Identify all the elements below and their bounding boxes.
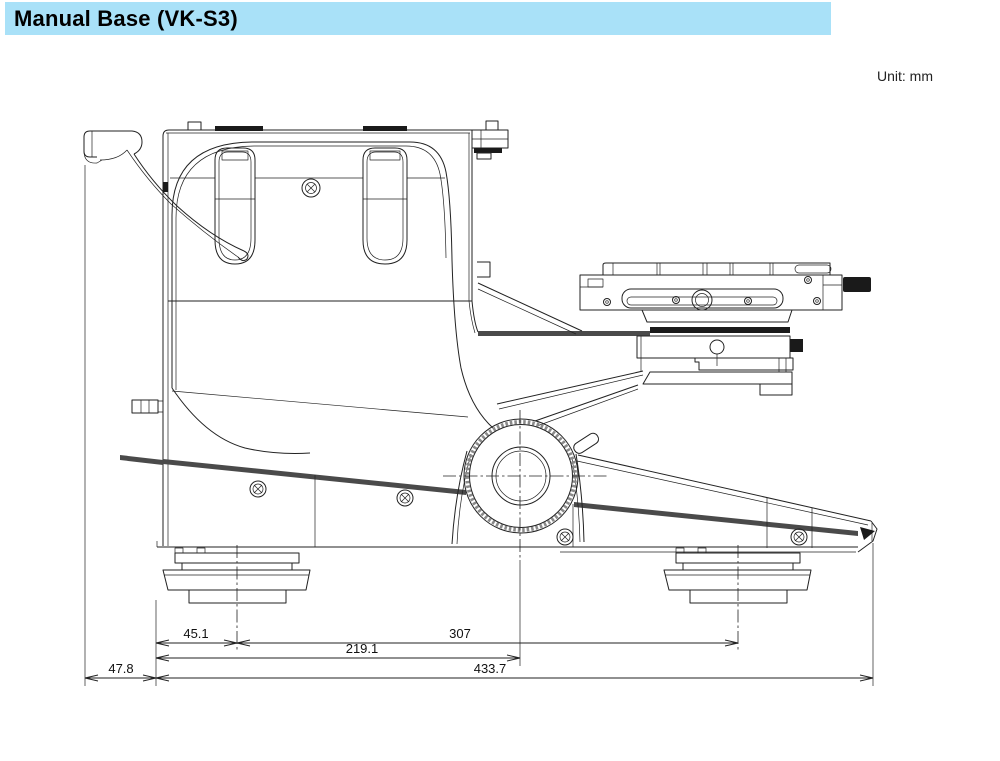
stage-knob <box>843 277 871 292</box>
screw-icon <box>396 489 414 507</box>
screw-icon <box>301 178 321 198</box>
cable-hook <box>83 130 249 262</box>
screw-icon <box>804 276 812 284</box>
screw-icon <box>556 528 574 546</box>
column-body <box>162 121 494 546</box>
pivot-lever <box>573 432 600 454</box>
dim-label-45-1: 45.1 <box>183 626 208 641</box>
screw-icon <box>249 480 267 498</box>
xy-stage <box>579 262 871 323</box>
mount-arm <box>478 327 803 396</box>
rubber-foot-left <box>162 545 311 650</box>
support-braces <box>477 282 644 427</box>
screw-icon <box>672 296 680 304</box>
screw-icon <box>813 297 821 305</box>
dim-label-47-8: 47.8 <box>108 661 133 676</box>
unit-label: Unit: mm <box>877 68 933 84</box>
dim-label-219-1: 219.1 <box>346 641 379 656</box>
left-adjust-knob <box>131 399 164 414</box>
page-title: Manual Base (VK-S3) <box>14 5 238 31</box>
section-header-bar: Manual Base (VK-S3) <box>5 2 831 35</box>
screw-icon <box>603 298 611 306</box>
dim-label-433-7: 433.7 <box>474 661 507 676</box>
carry-slot-right <box>362 147 408 265</box>
screw-icon <box>744 297 752 305</box>
dim-label-307: 307 <box>449 626 471 641</box>
carry-slot-left <box>214 147 256 265</box>
dimension-annotations: 45.1 307 219.1 433.7 47.8 <box>84 165 874 686</box>
rubber-foot-right <box>663 545 812 650</box>
screw-icon <box>790 528 808 546</box>
base-plate <box>120 454 878 553</box>
pivot-mechanism <box>443 410 607 560</box>
top-clamp <box>471 120 509 160</box>
